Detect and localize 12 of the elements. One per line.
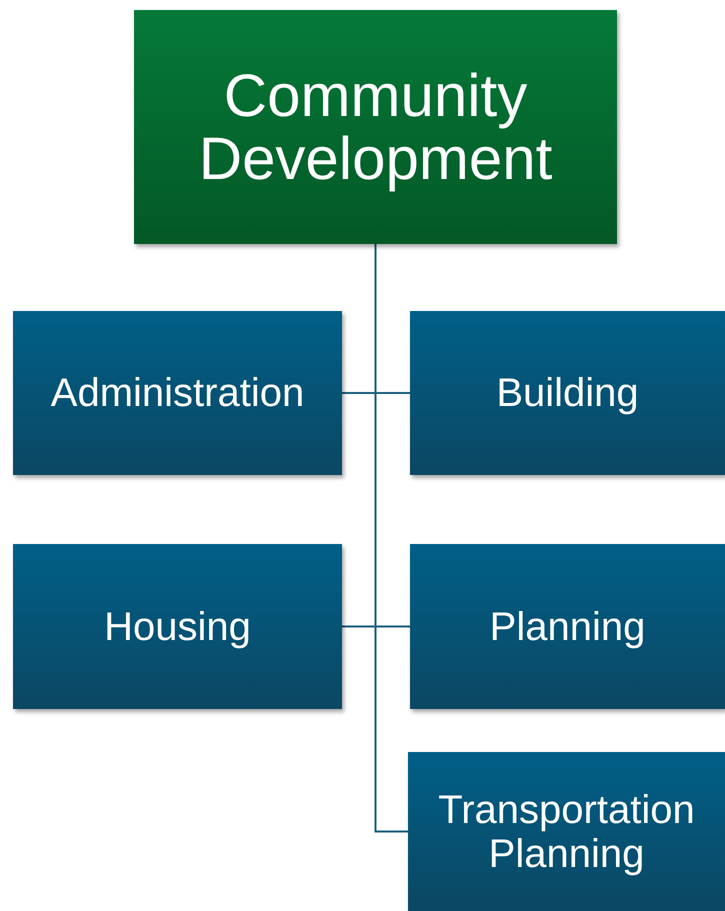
box-label: Planning bbox=[490, 604, 646, 648]
division-box bbox=[13, 544, 342, 709]
box-label: Transportation Planning bbox=[437, 788, 696, 876]
division-box bbox=[13, 311, 342, 475]
box-label: Administration bbox=[50, 371, 304, 415]
department-box bbox=[134, 10, 617, 244]
box-label: Housing bbox=[104, 604, 251, 648]
division-box bbox=[410, 544, 725, 709]
division-box bbox=[410, 311, 725, 475]
box-label: Building bbox=[496, 371, 639, 415]
division-box bbox=[408, 752, 725, 911]
box-label: Community Development bbox=[198, 64, 554, 190]
